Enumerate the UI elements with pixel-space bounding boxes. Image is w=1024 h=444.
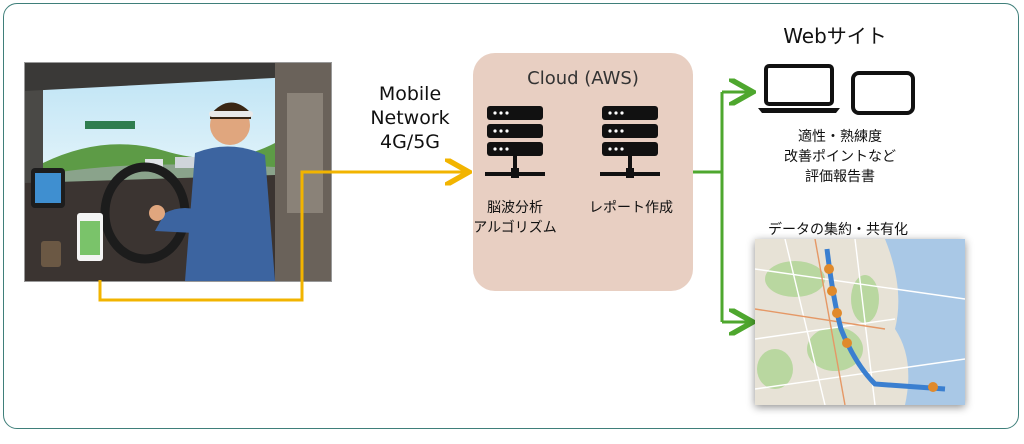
report-line-2: 改善ポイントなど: [784, 149, 896, 165]
evaluation-report-label: 適性・熟練度 改善ポイントなど 評価報告書: [760, 127, 920, 187]
website-title: Webサイト: [783, 24, 887, 48]
eeg-algorithm-line-1: 脳波分析: [487, 200, 543, 216]
cloud-title: Cloud (AWS): [527, 68, 639, 89]
truck-driver-illustration: [24, 62, 332, 282]
mobile-line-2: Network: [370, 107, 450, 129]
mobile-line-3: 4G/5G: [379, 131, 441, 153]
report-line-3: 評価報告書: [805, 169, 875, 185]
tablet-icon: [851, 71, 915, 115]
eeg-algorithm-label: 脳波分析 アルゴリズム: [472, 198, 558, 238]
report-creation-label: レポート作成: [589, 200, 673, 216]
route-map: [755, 239, 965, 405]
laptop-icon: [758, 64, 840, 113]
diagram-frame: [3, 3, 1019, 429]
server-icon: [600, 106, 660, 178]
data-sharing-title: データの集約・共有化: [768, 222, 908, 238]
server-icon: [485, 106, 545, 178]
mobile-network-label: Mobile Network 4G/5G: [350, 82, 470, 154]
mobile-line-1: Mobile: [378, 83, 442, 105]
report-line-1: 適性・熟練度: [798, 129, 882, 145]
eeg-algorithm-line-2: アルゴリズム: [473, 220, 557, 236]
